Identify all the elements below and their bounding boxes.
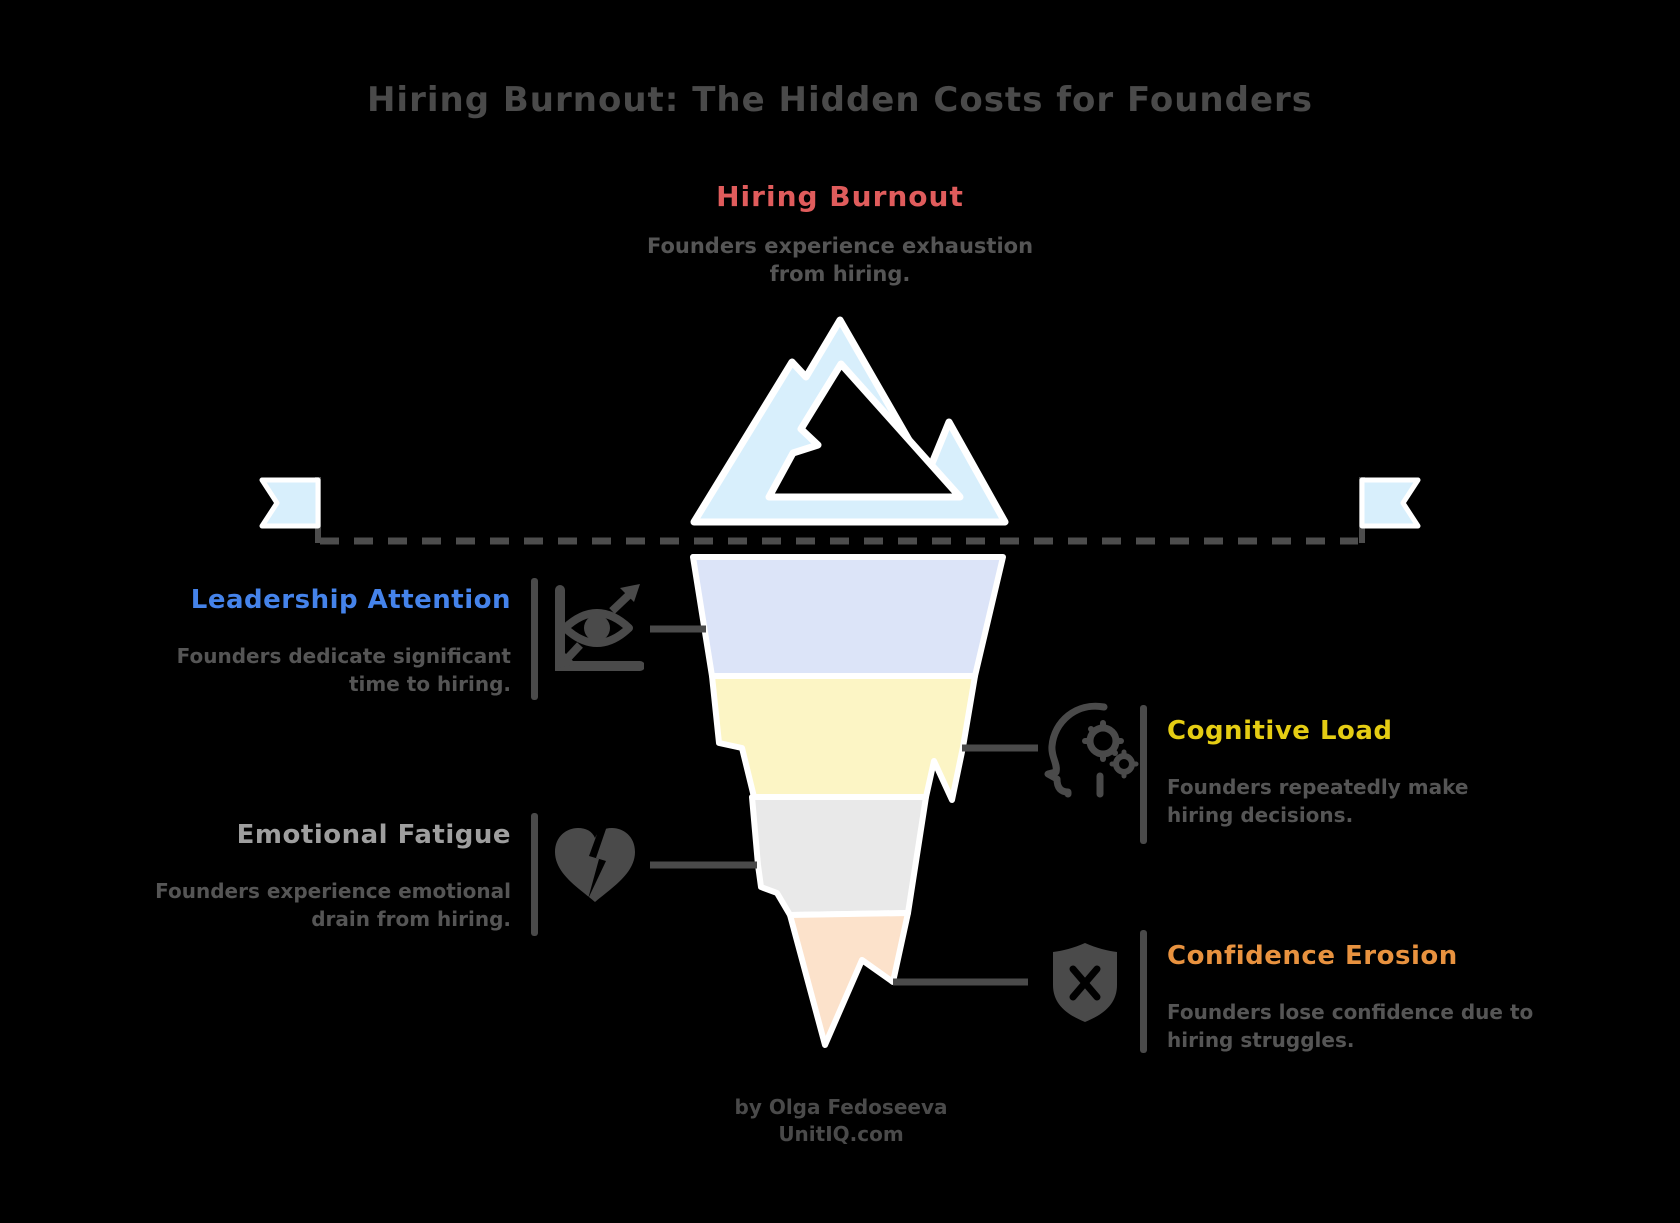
iceberg-layer-leadership xyxy=(690,554,1006,679)
divider-emotional xyxy=(531,813,538,936)
item-cognitive-description: Founders repeatedly make hiring decision… xyxy=(1167,773,1587,829)
credit-site: UnitIQ.com xyxy=(778,1122,904,1146)
item-leadership-label: Leadership Attention xyxy=(190,585,511,615)
item-emotional-desc-line2: drain from hiring. xyxy=(311,907,511,931)
iceberg-layer-confidence xyxy=(787,910,911,1048)
item-emotional-label: Emotional Fatigue xyxy=(236,820,511,850)
center-label: Hiring Burnout xyxy=(716,180,964,213)
right-flag-icon xyxy=(1359,477,1421,529)
divider-confidence xyxy=(1140,930,1147,1053)
item-leadership-attention: Leadership Attention Founders dedicate s… xyxy=(91,585,511,698)
item-confidence-label: Confidence Erosion xyxy=(1167,941,1458,971)
item-confidence-erosion: Confidence Erosion Founders lose confide… xyxy=(1167,941,1587,1054)
item-emotional-fatigue: Emotional Fatigue Founders experience em… xyxy=(91,820,511,933)
item-confidence-desc-line2: hiring struggles. xyxy=(1167,1028,1355,1052)
item-cognitive-label: Cognitive Load xyxy=(1167,716,1393,746)
item-cognitive-load: Cognitive Load Founders repeatedly make … xyxy=(1167,716,1587,829)
credit-author: by Olga Fedoseeva xyxy=(734,1095,948,1119)
credit-text: by Olga Fedoseeva UnitIQ.com xyxy=(735,1094,948,1148)
eye-chart-icon xyxy=(555,584,644,671)
item-confidence-desc-line1: Founders lose confidence due to xyxy=(1167,1000,1534,1024)
divider-cognitive xyxy=(1140,705,1147,844)
center-description-line2: from hiring. xyxy=(769,262,911,286)
item-leadership-desc-line2: time to hiring. xyxy=(348,672,511,696)
page-title: Hiring Burnout: The Hidden Costs for Fou… xyxy=(366,80,1314,120)
item-cognitive-desc-line1: Founders repeatedly make xyxy=(1167,775,1469,799)
mountain-inner-face xyxy=(765,360,964,501)
broken-heart-icon xyxy=(555,826,635,902)
item-leadership-description: Founders dedicate significant time to hi… xyxy=(91,642,511,698)
left-flag-icon xyxy=(259,477,321,529)
iceberg-layer-cognitive xyxy=(709,673,978,803)
center-description-line1: Founders experience exhaustion xyxy=(646,234,1034,258)
head-gears-icon xyxy=(1044,702,1139,798)
shield-x-icon xyxy=(1053,943,1117,1022)
item-leadership-desc-line1: Founders dedicate significant xyxy=(176,644,511,668)
item-cognitive-desc-line2: hiring decisions. xyxy=(1167,803,1354,827)
item-emotional-desc-line1: Founders experience emotional xyxy=(155,879,511,903)
divider-leadership xyxy=(531,578,538,700)
item-emotional-description: Founders experience emotional drain from… xyxy=(91,877,511,933)
item-confidence-description: Founders lose confidence due to hiring s… xyxy=(1167,998,1587,1054)
center-description: Founders experience exhaustion from hiri… xyxy=(0,232,1680,288)
iceberg-layer-emotional xyxy=(749,794,929,918)
